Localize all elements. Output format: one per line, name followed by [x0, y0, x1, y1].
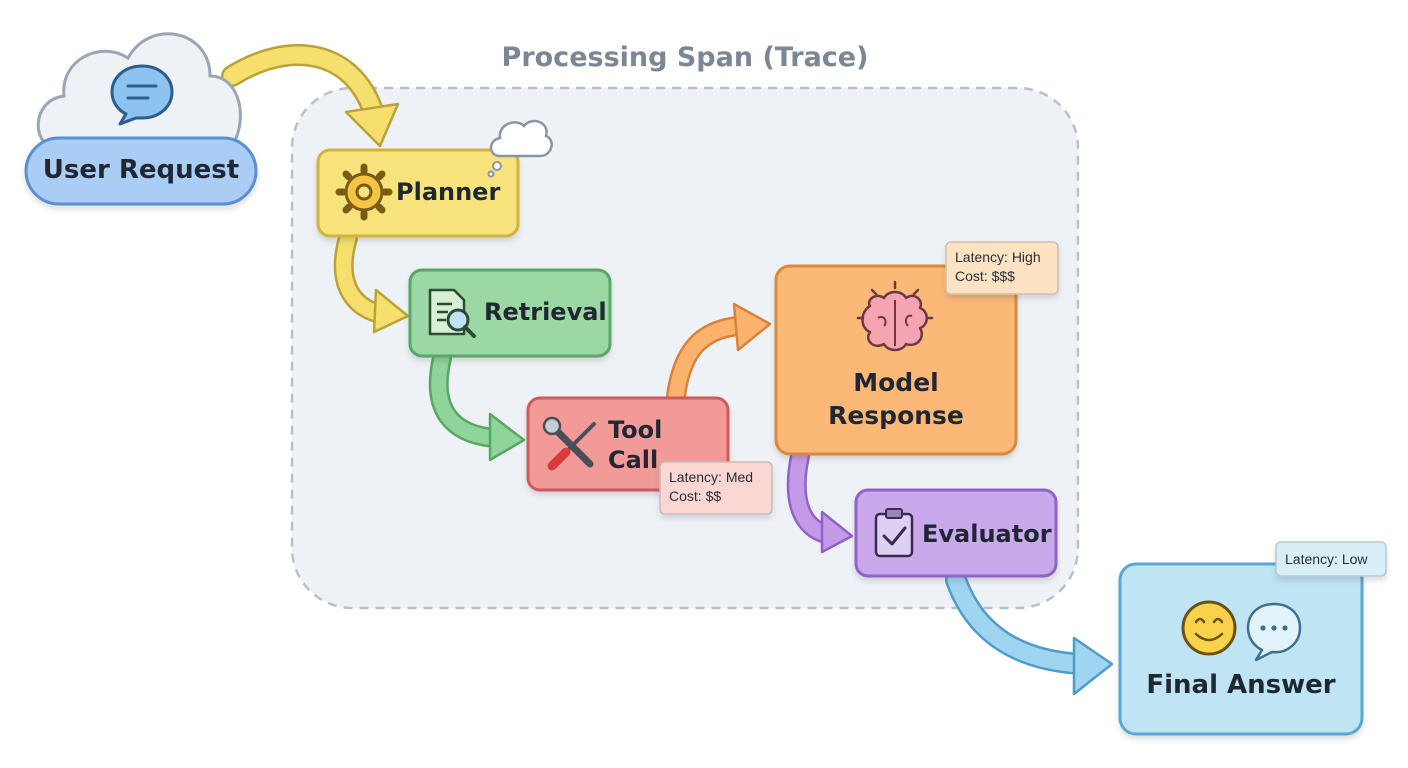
- tool-call-label-line2: Call: [608, 446, 659, 474]
- arrow-model-to-evaluator: [786, 446, 854, 554]
- user-request-label: User Request: [42, 155, 240, 185]
- chat-bubble-icon: [110, 64, 174, 126]
- model-response-metrics-tag: Latency: High Cost: $$$: [946, 246, 1058, 286]
- gear-icon: [335, 163, 393, 221]
- thought-cloud-icon: [487, 119, 553, 178]
- wrench-screwdriver-icon: [542, 416, 596, 471]
- planner-label: Planner: [396, 178, 501, 206]
- model-response-node: [774, 264, 1018, 456]
- processing-span-title: Processing Span (Trace): [501, 42, 869, 73]
- model-response-cost: Cost: $$$: [955, 268, 1015, 284]
- tool-call-latency: Latency: Med: [669, 469, 754, 485]
- final-answer-node: [1118, 562, 1364, 736]
- smiley-icon: [1181, 600, 1237, 656]
- final-answer-label: Final Answer: [1146, 670, 1336, 700]
- final-answer-latency: Latency: Low: [1285, 551, 1368, 567]
- tool-call-cost: Cost: $$: [669, 488, 722, 504]
- planner-node: [316, 119, 553, 238]
- model-response-label-line2: Response: [828, 401, 964, 430]
- brain-icon: [856, 280, 934, 352]
- retrieval-label: Retrieval: [484, 298, 607, 326]
- arrow-user-to-planner: [221, 44, 400, 148]
- final-answer-metrics-tag-shape: [1275, 541, 1387, 577]
- model-response-latency: Latency: High: [955, 249, 1041, 265]
- evaluator-label: Evaluator: [922, 520, 1052, 548]
- speech-bubble-icon: [1246, 602, 1302, 662]
- retrieval-node: [408, 268, 612, 358]
- arrow-retrieval-to-tool: [428, 348, 526, 462]
- clipboard-check-icon: [874, 508, 914, 558]
- arrow-evaluator-to-final: [945, 569, 1114, 696]
- model-response-metrics-tag-shape: [945, 241, 1059, 295]
- arrow-tool-to-model: [666, 302, 772, 406]
- tool-call-metrics-tag-shape: [659, 461, 773, 515]
- user-request-node: [24, 32, 258, 206]
- tool-call-metrics-tag: Latency: Med Cost: $$: [660, 466, 772, 506]
- model-response-label-line1: Model: [853, 368, 939, 397]
- tool-call-label-line1: Tool: [608, 416, 663, 444]
- evaluator-node: [854, 488, 1058, 578]
- arrow-planner-to-retrieval: [333, 228, 410, 334]
- final-answer-metrics-tag: Latency: Low: [1276, 548, 1386, 569]
- document-search-icon: [428, 288, 476, 338]
